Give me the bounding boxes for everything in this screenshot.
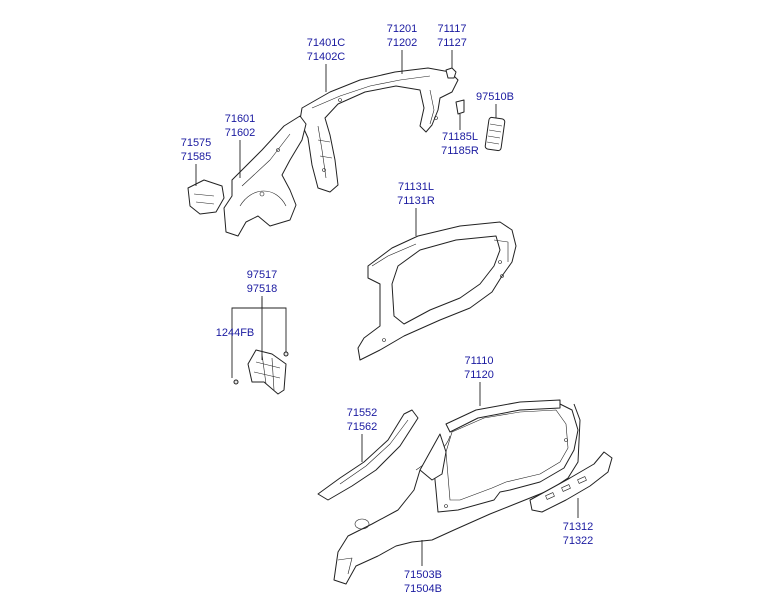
inner-roof-rail-pillar-part[interactable]	[299, 67, 459, 193]
label-71601: 71601 71602	[216, 112, 264, 140]
label-71131l: 71131L 71131R	[388, 180, 444, 208]
leader-97517	[231, 307, 287, 378]
label-line: 71401C	[306, 37, 346, 49]
pillar-reinforcement-part[interactable]	[317, 409, 419, 501]
label-line: 71503B	[404, 569, 442, 581]
label-line: 71504B	[404, 583, 442, 595]
wheel-house-part[interactable]	[223, 115, 307, 237]
label-71185l: 71185L 71185R	[432, 130, 488, 158]
label-line: 71120	[464, 369, 494, 381]
label-line: 71562	[346, 421, 378, 433]
label-97510b: 97510B	[468, 90, 522, 104]
extension-panel-part[interactable]	[247, 349, 287, 395]
leader-lines	[195, 50, 579, 566]
label-line: 71602	[224, 127, 256, 139]
quarter-bracket-part[interactable]	[187, 179, 225, 215]
label-line: 71322	[562, 535, 594, 547]
label-line: 71131R	[397, 195, 435, 207]
label-line: 71185L	[442, 131, 478, 143]
label-line: 71585	[180, 151, 212, 163]
quarter-glass-frame-part[interactable]	[419, 433, 447, 481]
label-71552: 71552 71562	[338, 406, 386, 434]
label-1244fb: 1244FB	[210, 326, 260, 340]
label-line: 71575	[180, 137, 212, 149]
clip-part-71117[interactable]	[445, 67, 457, 79]
label-line: 71127	[437, 37, 467, 49]
label-71503b: 71503B 71504B	[396, 568, 450, 596]
label-line: 71202	[386, 37, 418, 49]
roof-strip-part[interactable]	[445, 399, 561, 433]
label-line: 71312	[562, 521, 594, 533]
label-71117: 71117 71127	[428, 22, 476, 50]
label-line: 1244FB	[215, 327, 255, 339]
vent-grille-part[interactable]	[484, 116, 506, 152]
label-line: 71110	[464, 355, 494, 367]
label-line: 71601	[224, 113, 256, 125]
bracket-part-71185[interactable]	[455, 99, 465, 115]
label-line: 71131L	[398, 181, 434, 193]
bolt-1244fb[interactable]	[233, 351, 289, 385]
label-71312: 71312 71322	[554, 520, 602, 548]
label-71201: 71201 71202	[378, 22, 426, 50]
label-line: 97518	[246, 283, 278, 295]
quarter-outer-panel-part[interactable]	[333, 401, 581, 585]
rocker-extension-part[interactable]	[529, 451, 613, 513]
label-71575: 71575 71585	[172, 136, 220, 164]
label-line: 97517	[246, 269, 278, 281]
side-outer-panel-part[interactable]	[357, 221, 517, 361]
label-line: 71402C	[306, 51, 346, 63]
label-line: 97510B	[476, 91, 514, 103]
label-97517: 97517 97518	[238, 268, 286, 296]
label-line: 71552	[346, 407, 378, 419]
label-line: 71185R	[441, 145, 479, 157]
label-71110: 71110 71120	[454, 354, 504, 382]
label-71401c: 71401C 71402C	[300, 36, 352, 64]
label-line: 71117	[437, 23, 467, 35]
label-line: 71201	[386, 23, 418, 35]
